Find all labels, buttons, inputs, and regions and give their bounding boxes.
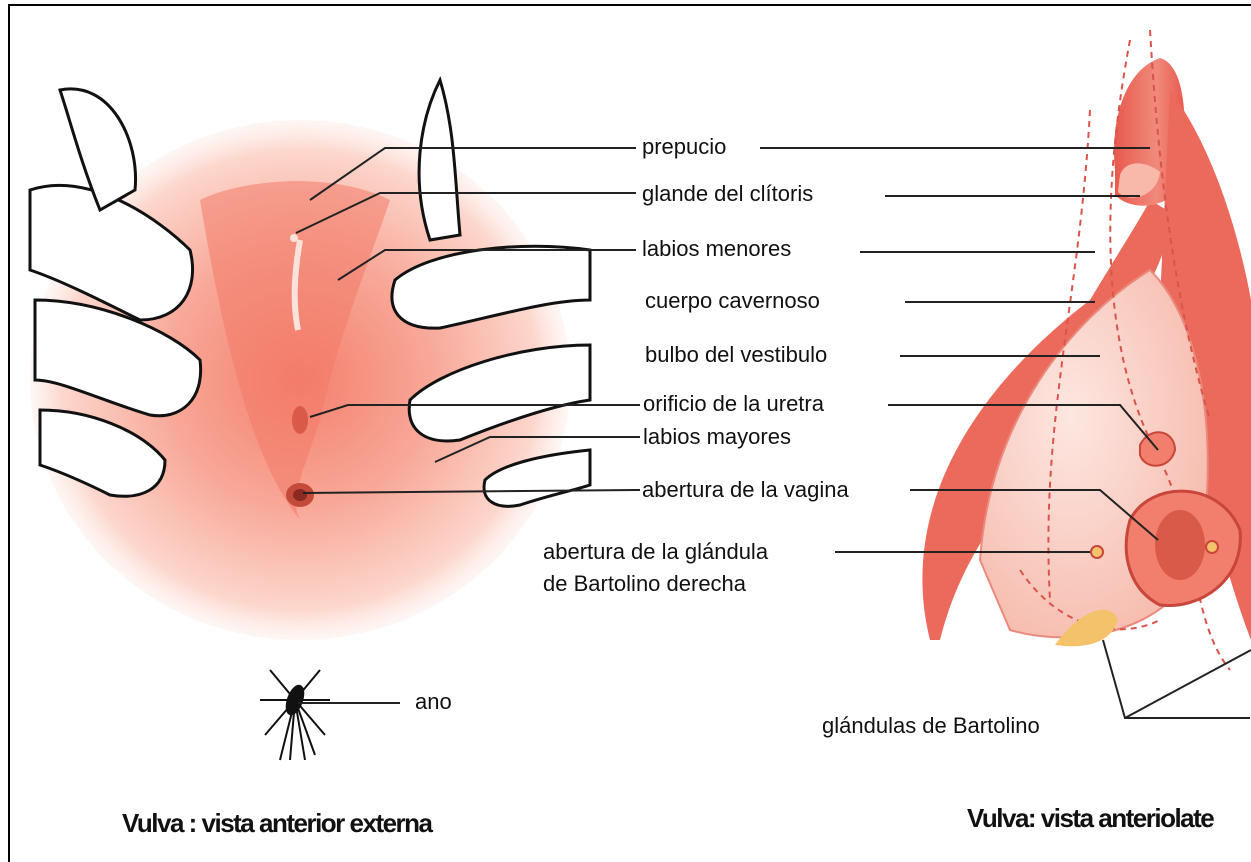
vaginal-canal <box>1155 510 1205 580</box>
label-labios-menores: labios menores <box>642 236 791 262</box>
external-vulva-drawing <box>30 80 590 760</box>
vaginal-opening-inner <box>293 489 307 501</box>
label-prepucio: prepucio <box>642 134 726 160</box>
label-abertura-glandula-line1: abertura de la glándula <box>543 539 768 565</box>
label-abertura-glandula-line2: de Bartolino derecha <box>543 571 746 597</box>
title-right: Vulva: vista anteriolate <box>967 803 1213 834</box>
bartholin-opening-right <box>1206 541 1218 553</box>
anterolateral-drawing <box>922 30 1251 670</box>
thumb <box>419 80 460 240</box>
anus-drawing <box>260 670 330 760</box>
label-ano: ano <box>415 689 452 715</box>
label-labios-mayores: labios mayores <box>643 424 791 450</box>
label-glande-del-clitoris: glande del clítoris <box>642 181 813 207</box>
bartholin-opening-left <box>1091 546 1103 558</box>
clitoris-glans <box>290 234 298 242</box>
label-orificio-uretra: orificio de la uretra <box>643 391 824 417</box>
label-cuerpo-cavernoso: cuerpo cavernoso <box>645 288 820 314</box>
label-abertura-vagina: abertura de la vagina <box>642 477 849 503</box>
label-glandulas-bartolino: glándulas de Bartolino <box>822 713 1040 739</box>
label-bulbo-del-vestibulo: bulbo del vestibulo <box>645 342 827 368</box>
urethral-orifice <box>292 406 308 434</box>
title-left: Vulva : vista anterior externa <box>122 808 432 839</box>
